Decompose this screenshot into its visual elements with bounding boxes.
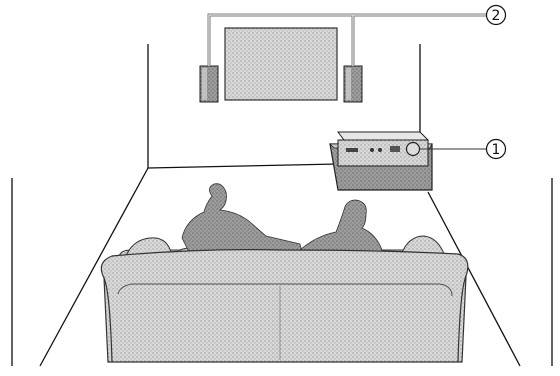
receiver-volume-knob: [407, 143, 420, 156]
callout-receiver-number: 1: [492, 142, 501, 158]
front-speaker-left: [200, 66, 218, 102]
person-left-silhouette: [182, 184, 302, 254]
front-speaker-right: [344, 66, 362, 102]
sofa: [101, 184, 467, 362]
person-right-silhouette: [300, 200, 382, 258]
callout-front-speakers: 2: [487, 6, 506, 25]
callout-front-speakers-number: 2: [492, 8, 501, 24]
callout-receiver: 1: [487, 140, 506, 159]
av-receiver: [338, 132, 428, 166]
wall-tv: [225, 28, 337, 100]
